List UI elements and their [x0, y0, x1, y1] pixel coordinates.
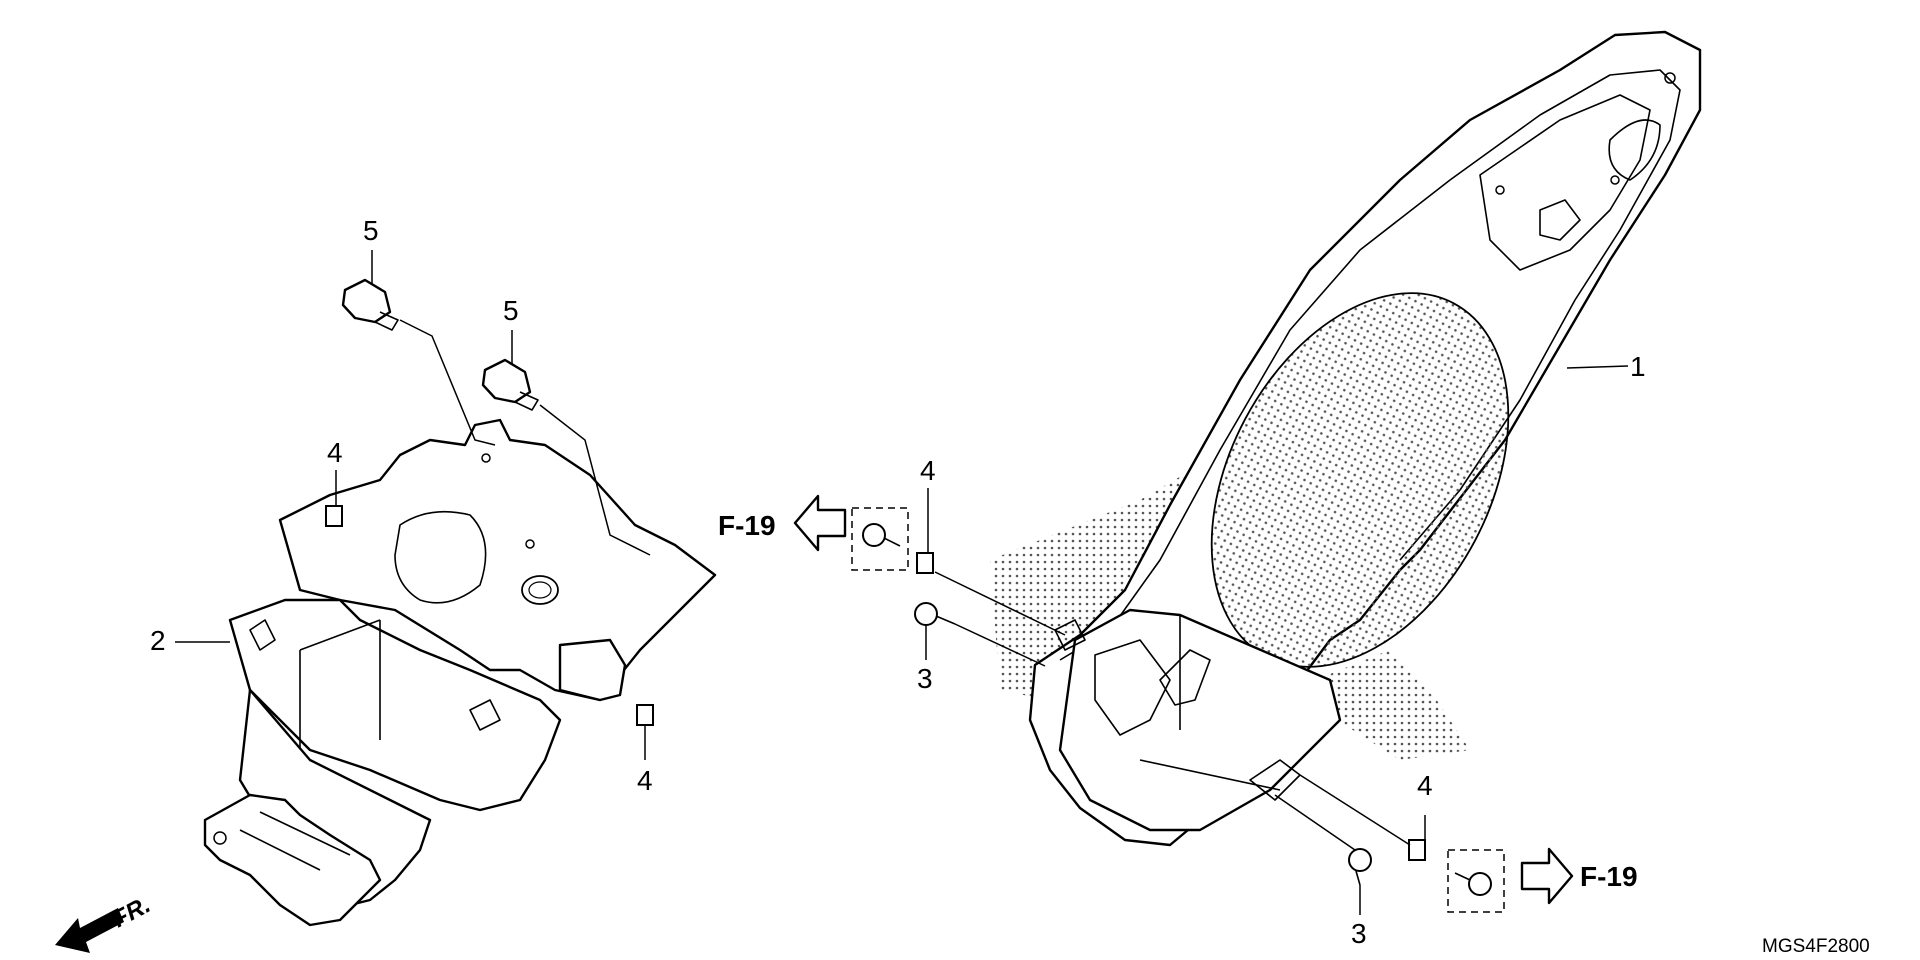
fender-tail-bulge: [1608, 119, 1661, 181]
assembly-line-5a: [399, 319, 496, 446]
inner-fender-bracket: [203, 793, 382, 927]
fender-tail-recess: [1479, 94, 1651, 271]
callout-4c: 4: [920, 455, 936, 486]
dashed-box: [851, 507, 909, 571]
inner-fender-right-flap: [558, 638, 627, 702]
callout-3b: 3: [1351, 918, 1367, 949]
inner-fender-clip-left: [249, 619, 276, 651]
assembly-line-3b: [1274, 794, 1356, 851]
screw-shank: [1454, 872, 1471, 881]
clip-nut-4d: [1408, 839, 1426, 861]
screw-3a: [914, 602, 956, 626]
screw-head: [1468, 872, 1492, 896]
front-direction-arrow-icon: [55, 908, 124, 953]
inner-fender-oval-hole-inner: [528, 581, 552, 599]
screw-head: [862, 523, 886, 547]
reference-right-label: F-19: [1580, 861, 1638, 892]
fender-latch-clip: [1539, 199, 1581, 241]
callout-5a: 5: [363, 215, 379, 246]
screw-3b: [1348, 848, 1372, 886]
reference-left[interactable]: F-19: [718, 494, 847, 552]
diagram-code: MGS4F2800: [1762, 936, 1870, 957]
assembly-line-4d: [1299, 774, 1411, 846]
hollow-arrow-left-icon: [793, 494, 847, 552]
assembly-line-4c: [934, 571, 1066, 636]
assembly-line-5b: [539, 404, 651, 556]
callout-1: 1: [1630, 351, 1646, 382]
fender-tab-left: [1054, 619, 1086, 651]
screw-shank: [883, 537, 901, 547]
callout-3a: 3: [917, 663, 933, 694]
screw-head: [1348, 848, 1372, 872]
clip-nut-4a: [325, 505, 343, 527]
stipple-shade-side: [1290, 650, 1470, 760]
push-clip-body: [481, 358, 532, 404]
leader-1: [1566, 365, 1629, 369]
push-clip-stem: [514, 391, 539, 411]
callout-4d: 4: [1417, 770, 1433, 801]
fender-lower-inner: [1094, 639, 1171, 736]
inner-fender-part-2: [203, 418, 717, 927]
clip-nut-4b: [636, 704, 654, 726]
reference-right[interactable]: F-19: [1520, 847, 1638, 905]
front-label: FR.: [108, 891, 155, 933]
inner-fender-top-panel: [278, 418, 717, 702]
clip-nut-4c: [916, 552, 934, 574]
callout-4b: 4: [637, 765, 653, 796]
screw-boxed-left: [851, 507, 909, 571]
front-direction: FR.: [55, 891, 155, 953]
fender-hole-right: [1610, 175, 1620, 185]
fender-inner-rim: [1059, 69, 1681, 661]
rear-fender-part-1: [990, 30, 1702, 847]
inner-fender-bracket-hole: [213, 831, 227, 845]
inner-fender-bracket-rib: [239, 811, 351, 871]
leader-lines: [175, 250, 1629, 915]
push-clip-5a: [341, 278, 399, 331]
inner-fender-front-wall: [299, 619, 381, 760]
inner-fender-bulge: [394, 510, 487, 604]
push-clip-stem: [374, 311, 399, 331]
screw-shank: [1355, 870, 1361, 886]
push-clip-5b: [481, 358, 539, 411]
reference-left-label: F-19: [718, 510, 776, 541]
screw-boxed-right: [1447, 849, 1505, 913]
fender-lower-box: [1058, 608, 1342, 832]
dashed-box: [1447, 849, 1505, 913]
inner-fender-oval-hole: [521, 575, 559, 605]
inner-fender-hole-b: [481, 453, 491, 463]
screw-shank: [935, 615, 956, 625]
hollow-arrow-right-icon: [1520, 847, 1574, 905]
callout-2: 2: [150, 625, 166, 656]
fender-hole-left: [1495, 185, 1505, 195]
inner-fender-clip-mid: [469, 699, 501, 731]
inner-fender-hole-a: [525, 539, 535, 549]
fender-lower-wedge: [1159, 649, 1211, 706]
screw-head: [914, 602, 938, 626]
callout-5b: 5: [503, 295, 519, 326]
assembly-line-3a: [954, 623, 1046, 667]
push-clip-body: [341, 278, 392, 324]
fender-hole-top: [1664, 72, 1676, 84]
callout-4a: 4: [327, 437, 343, 468]
